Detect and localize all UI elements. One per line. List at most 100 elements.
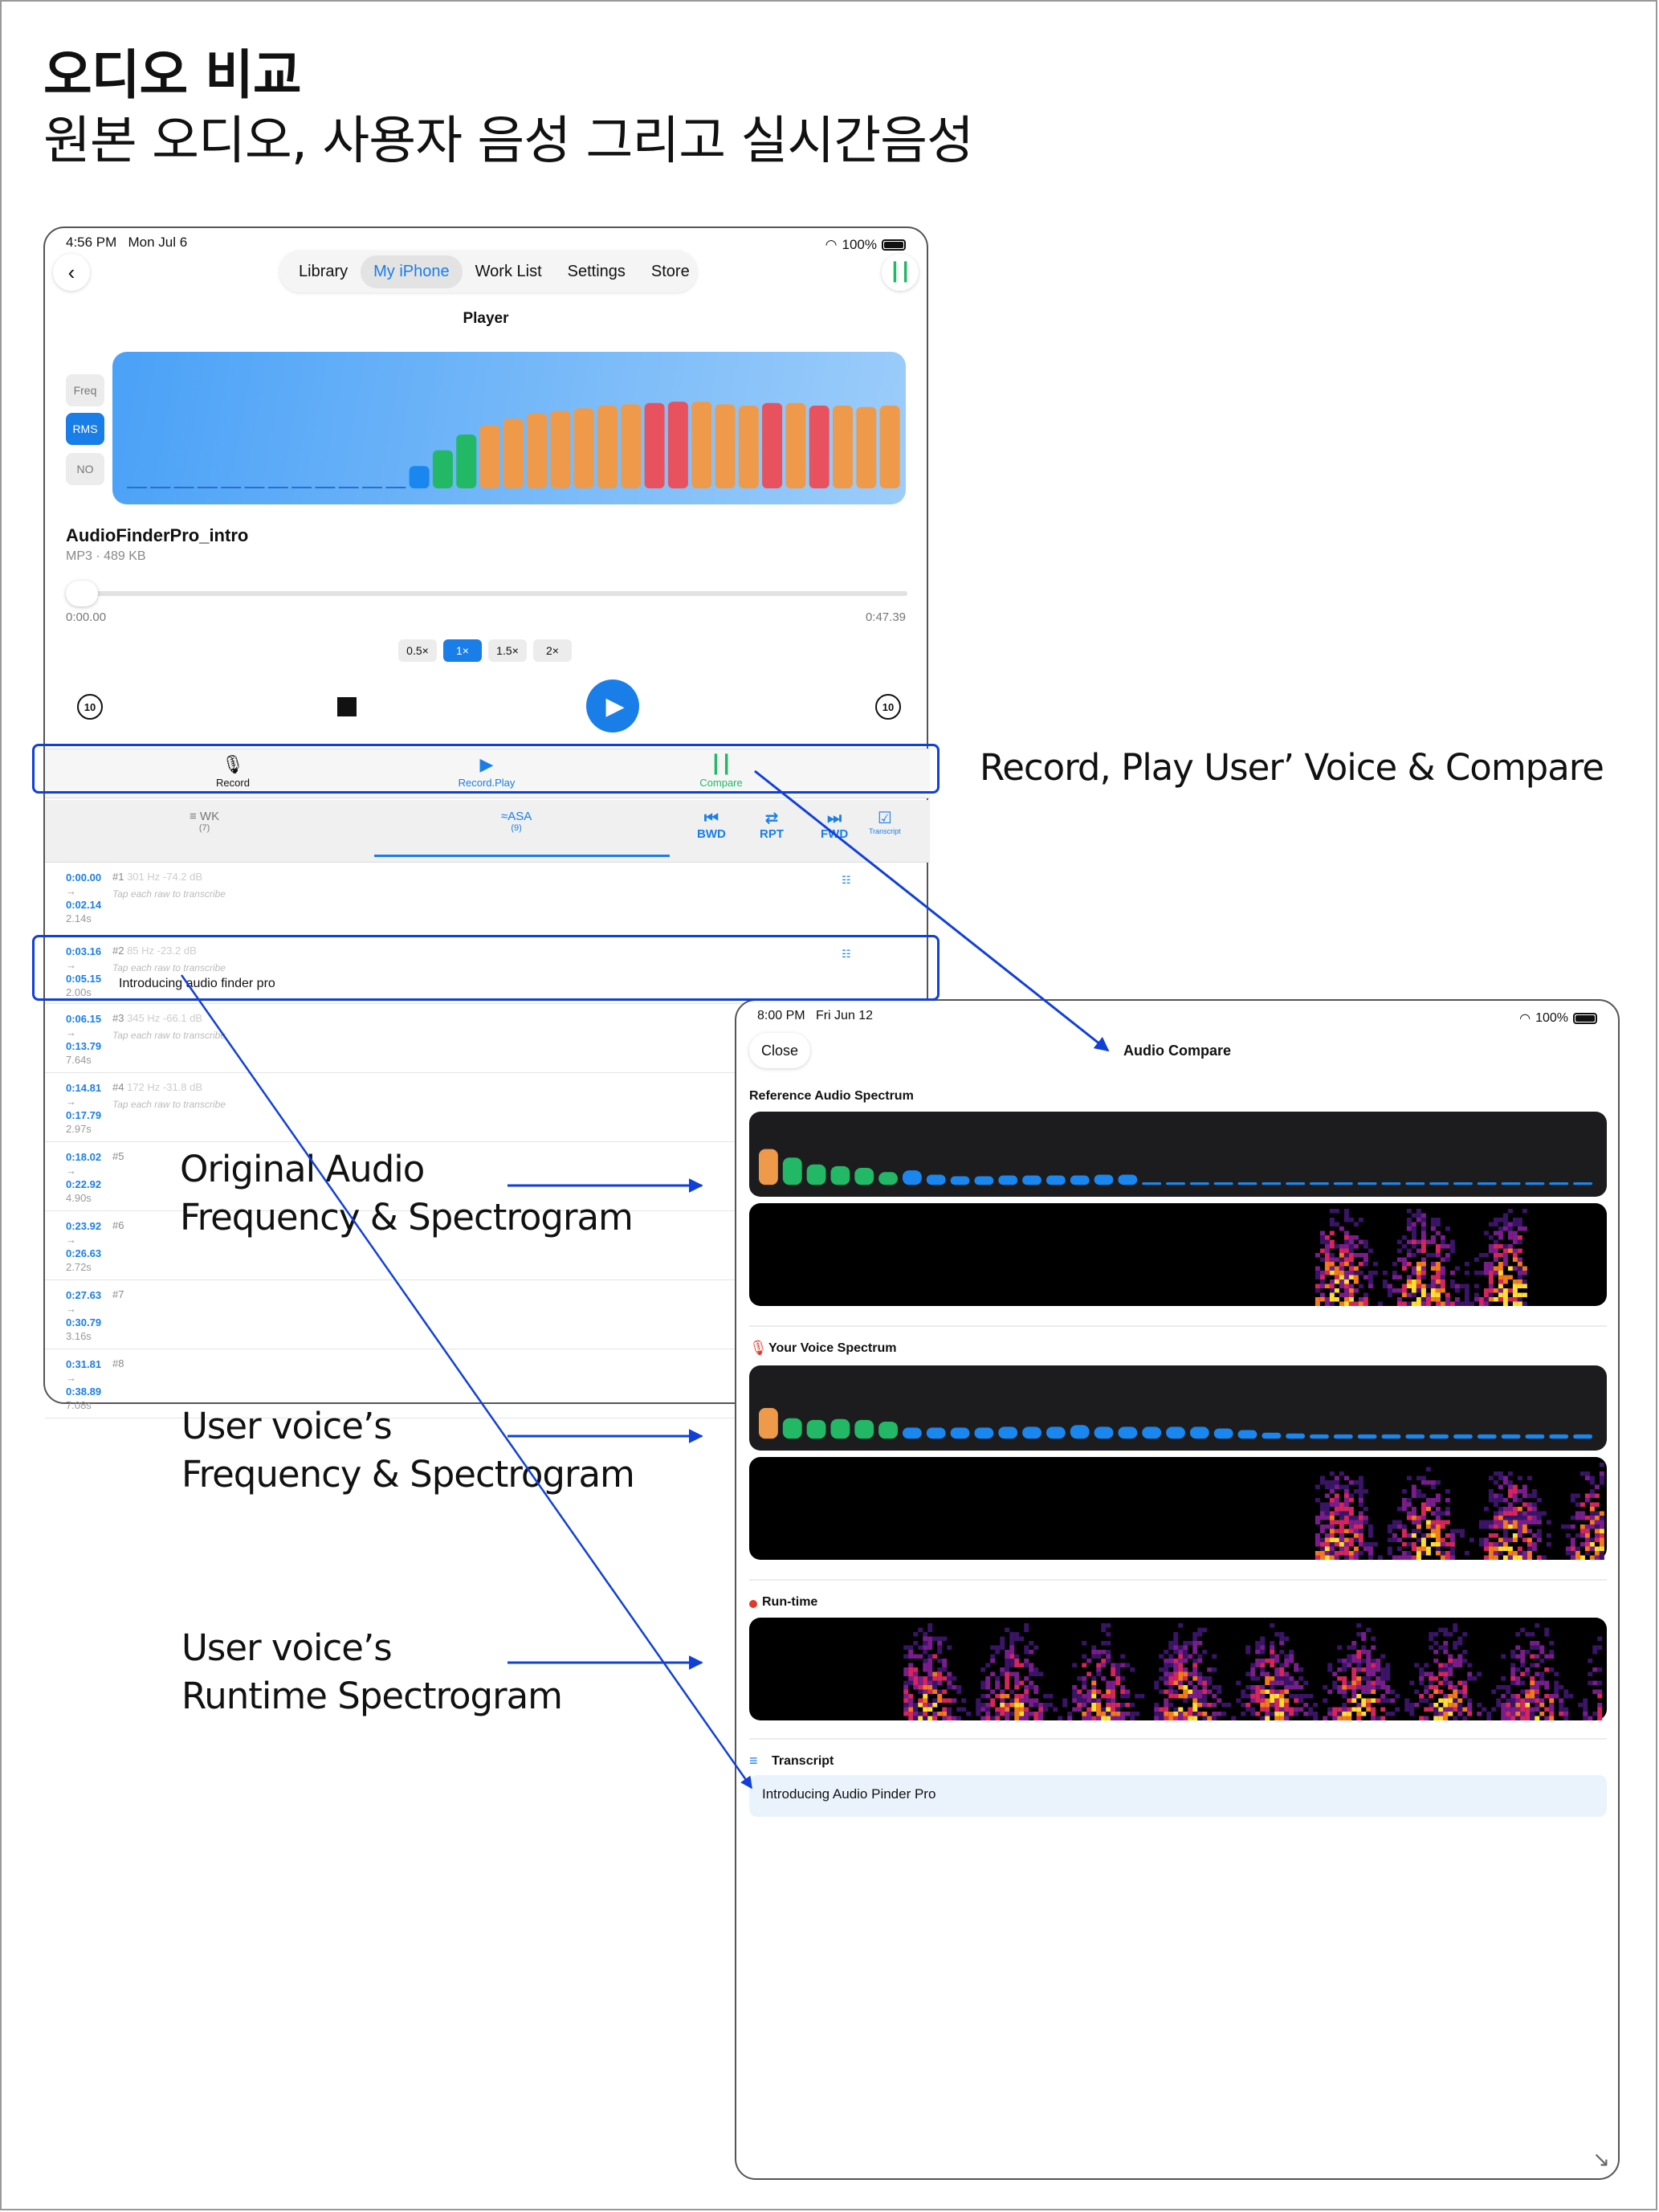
spectrogram-cell	[913, 1632, 919, 1637]
compare-waveform-button[interactable]: ┃┃	[882, 254, 919, 291]
speed-2x[interactable]: 2×	[533, 639, 572, 662]
spectrogram-cell	[913, 1667, 919, 1672]
spectrogram-cell	[1096, 1689, 1102, 1694]
spectrogram-cell	[1385, 1667, 1391, 1672]
spectrogram-cell	[1270, 1650, 1275, 1655]
spectrogram-cell	[1005, 1685, 1010, 1690]
spectrogram-cell	[1343, 1284, 1349, 1288]
spectrogram-cell	[1589, 1555, 1595, 1560]
tab-store[interactable]: Store	[650, 262, 690, 280]
spectrogram-cell	[1033, 1685, 1039, 1690]
spectrogram-cell	[1421, 1222, 1426, 1226]
spectrogram-cell	[1072, 1694, 1078, 1699]
spectrogram-cell	[947, 1707, 952, 1712]
level-bar	[409, 466, 430, 488]
mode-rms-button[interactable]: RMS	[66, 413, 104, 445]
frequency-bar	[759, 1408, 778, 1439]
spectrogram-cell	[956, 1707, 962, 1712]
spectrogram-cell	[1507, 1551, 1513, 1556]
spectrogram-cell	[1303, 1703, 1309, 1708]
speed-1x[interactable]: 1×	[443, 639, 482, 662]
record-button[interactable]: 🎙Record	[169, 756, 297, 790]
spectrogram-cell	[1298, 1707, 1304, 1712]
spectrogram-cell	[1356, 1707, 1362, 1712]
record-play-button[interactable]: ▶Record.Play	[422, 756, 551, 790]
rpt-button[interactable]: ⇄RPT	[760, 810, 784, 841]
translate-icon[interactable]: ☷	[842, 874, 851, 886]
spectrogram-cell	[1531, 1533, 1537, 1538]
speed-0-5x[interactable]: 0.5×	[398, 639, 437, 662]
spectrogram-cell	[1522, 1502, 1527, 1507]
spectrogram-cell	[1424, 1685, 1429, 1690]
tab-settings[interactable]: Settings	[567, 262, 626, 280]
spectrogram-cell	[1448, 1667, 1453, 1672]
spectrogram-cell	[1130, 1712, 1135, 1716]
spectrogram-cell	[1467, 1698, 1473, 1703]
spectrogram-cell	[1366, 1680, 1372, 1685]
spectrogram-cell	[1580, 1542, 1585, 1547]
play-button[interactable]: ▶	[586, 680, 639, 733]
asa-tab[interactable]: ≈ASA(9)	[501, 810, 532, 833]
spectrogram-cell	[1351, 1689, 1357, 1694]
spectrogram-cell	[918, 1645, 923, 1650]
spectrogram-cell	[1376, 1659, 1381, 1663]
level-bar	[762, 402, 783, 488]
spectrogram-cell	[947, 1680, 952, 1685]
spectrogram-cell	[1315, 1275, 1320, 1279]
spectrogram-cell	[1559, 1698, 1564, 1703]
spectrogram-cell	[1319, 1524, 1325, 1529]
spectrogram-cell	[1178, 1685, 1184, 1690]
spectrogram-cell	[1392, 1524, 1397, 1529]
spectrogram-cell	[1120, 1712, 1126, 1716]
frequency-bar	[782, 1157, 802, 1186]
spectrogram-cell	[1376, 1676, 1381, 1681]
spectrogram-cell	[927, 1659, 933, 1663]
fwd-button[interactable]: ⏭FWD	[821, 810, 848, 841]
spectrogram-cell	[1478, 1301, 1484, 1306]
tab-library[interactable]: Library	[299, 262, 349, 280]
stop-button[interactable]	[337, 697, 357, 716]
spectrogram-cell	[947, 1685, 952, 1690]
spectrogram-cell	[1363, 1507, 1368, 1512]
tab-work-list[interactable]: Work List	[475, 262, 542, 280]
spectrogram-cell	[903, 1698, 909, 1703]
spectrogram-cell	[1565, 1524, 1571, 1529]
spectrogram-cell	[1559, 1685, 1564, 1690]
mode-no-button[interactable]: NO	[66, 453, 104, 485]
spectrogram-cell	[1072, 1685, 1078, 1690]
spectrogram-cell	[1512, 1520, 1518, 1524]
spectrogram-cell	[913, 1712, 919, 1716]
spectrogram-cell	[1488, 1235, 1494, 1240]
skip-back-button[interactable]: 10	[77, 694, 103, 720]
transcript-toggle[interactable]: ☑Transcript	[869, 810, 901, 835]
skip-forward-button[interactable]: 10	[875, 694, 901, 720]
spectrogram-cell	[1347, 1659, 1352, 1663]
spectrogram-cell	[1435, 1253, 1441, 1258]
playback-progress[interactable]	[66, 581, 907, 606]
spectrogram-cell	[1430, 1226, 1436, 1231]
bwd-button[interactable]: ⏮BWD	[697, 810, 726, 841]
spectrogram-cell	[1443, 1680, 1449, 1685]
mode-freq-button[interactable]: Freq	[66, 374, 104, 406]
wk-tab[interactable]: ≡ WK(7)	[190, 810, 219, 833]
spectrogram-cell	[1348, 1262, 1354, 1267]
spectrogram-cell	[1120, 1689, 1126, 1694]
spectrogram-cell	[1347, 1698, 1352, 1703]
spectrogram-cell	[1515, 1712, 1521, 1716]
spectrogram-cell	[1294, 1680, 1299, 1685]
spectrogram-cell	[1544, 1716, 1550, 1720]
spectrogram-cell	[1207, 1667, 1213, 1672]
compare-button[interactable]: ┃┃Compare	[657, 756, 785, 790]
back-button[interactable]: ‹	[53, 254, 90, 291]
headline: 오디오 비교	[43, 44, 302, 106]
tab-my-iphone[interactable]: My iPhone	[361, 255, 463, 288]
spectrogram-cell	[1392, 1555, 1397, 1560]
resize-handle-icon[interactable]: ↘	[1592, 2147, 1610, 2171]
spectrogram-cell	[908, 1694, 914, 1699]
level-bar	[432, 450, 453, 488]
frequency-bar	[1549, 1182, 1569, 1186]
speed-1-5x[interactable]: 1.5×	[488, 639, 527, 662]
spectrogram-cell	[1440, 1266, 1445, 1271]
progress-knob[interactable]	[66, 581, 98, 606]
